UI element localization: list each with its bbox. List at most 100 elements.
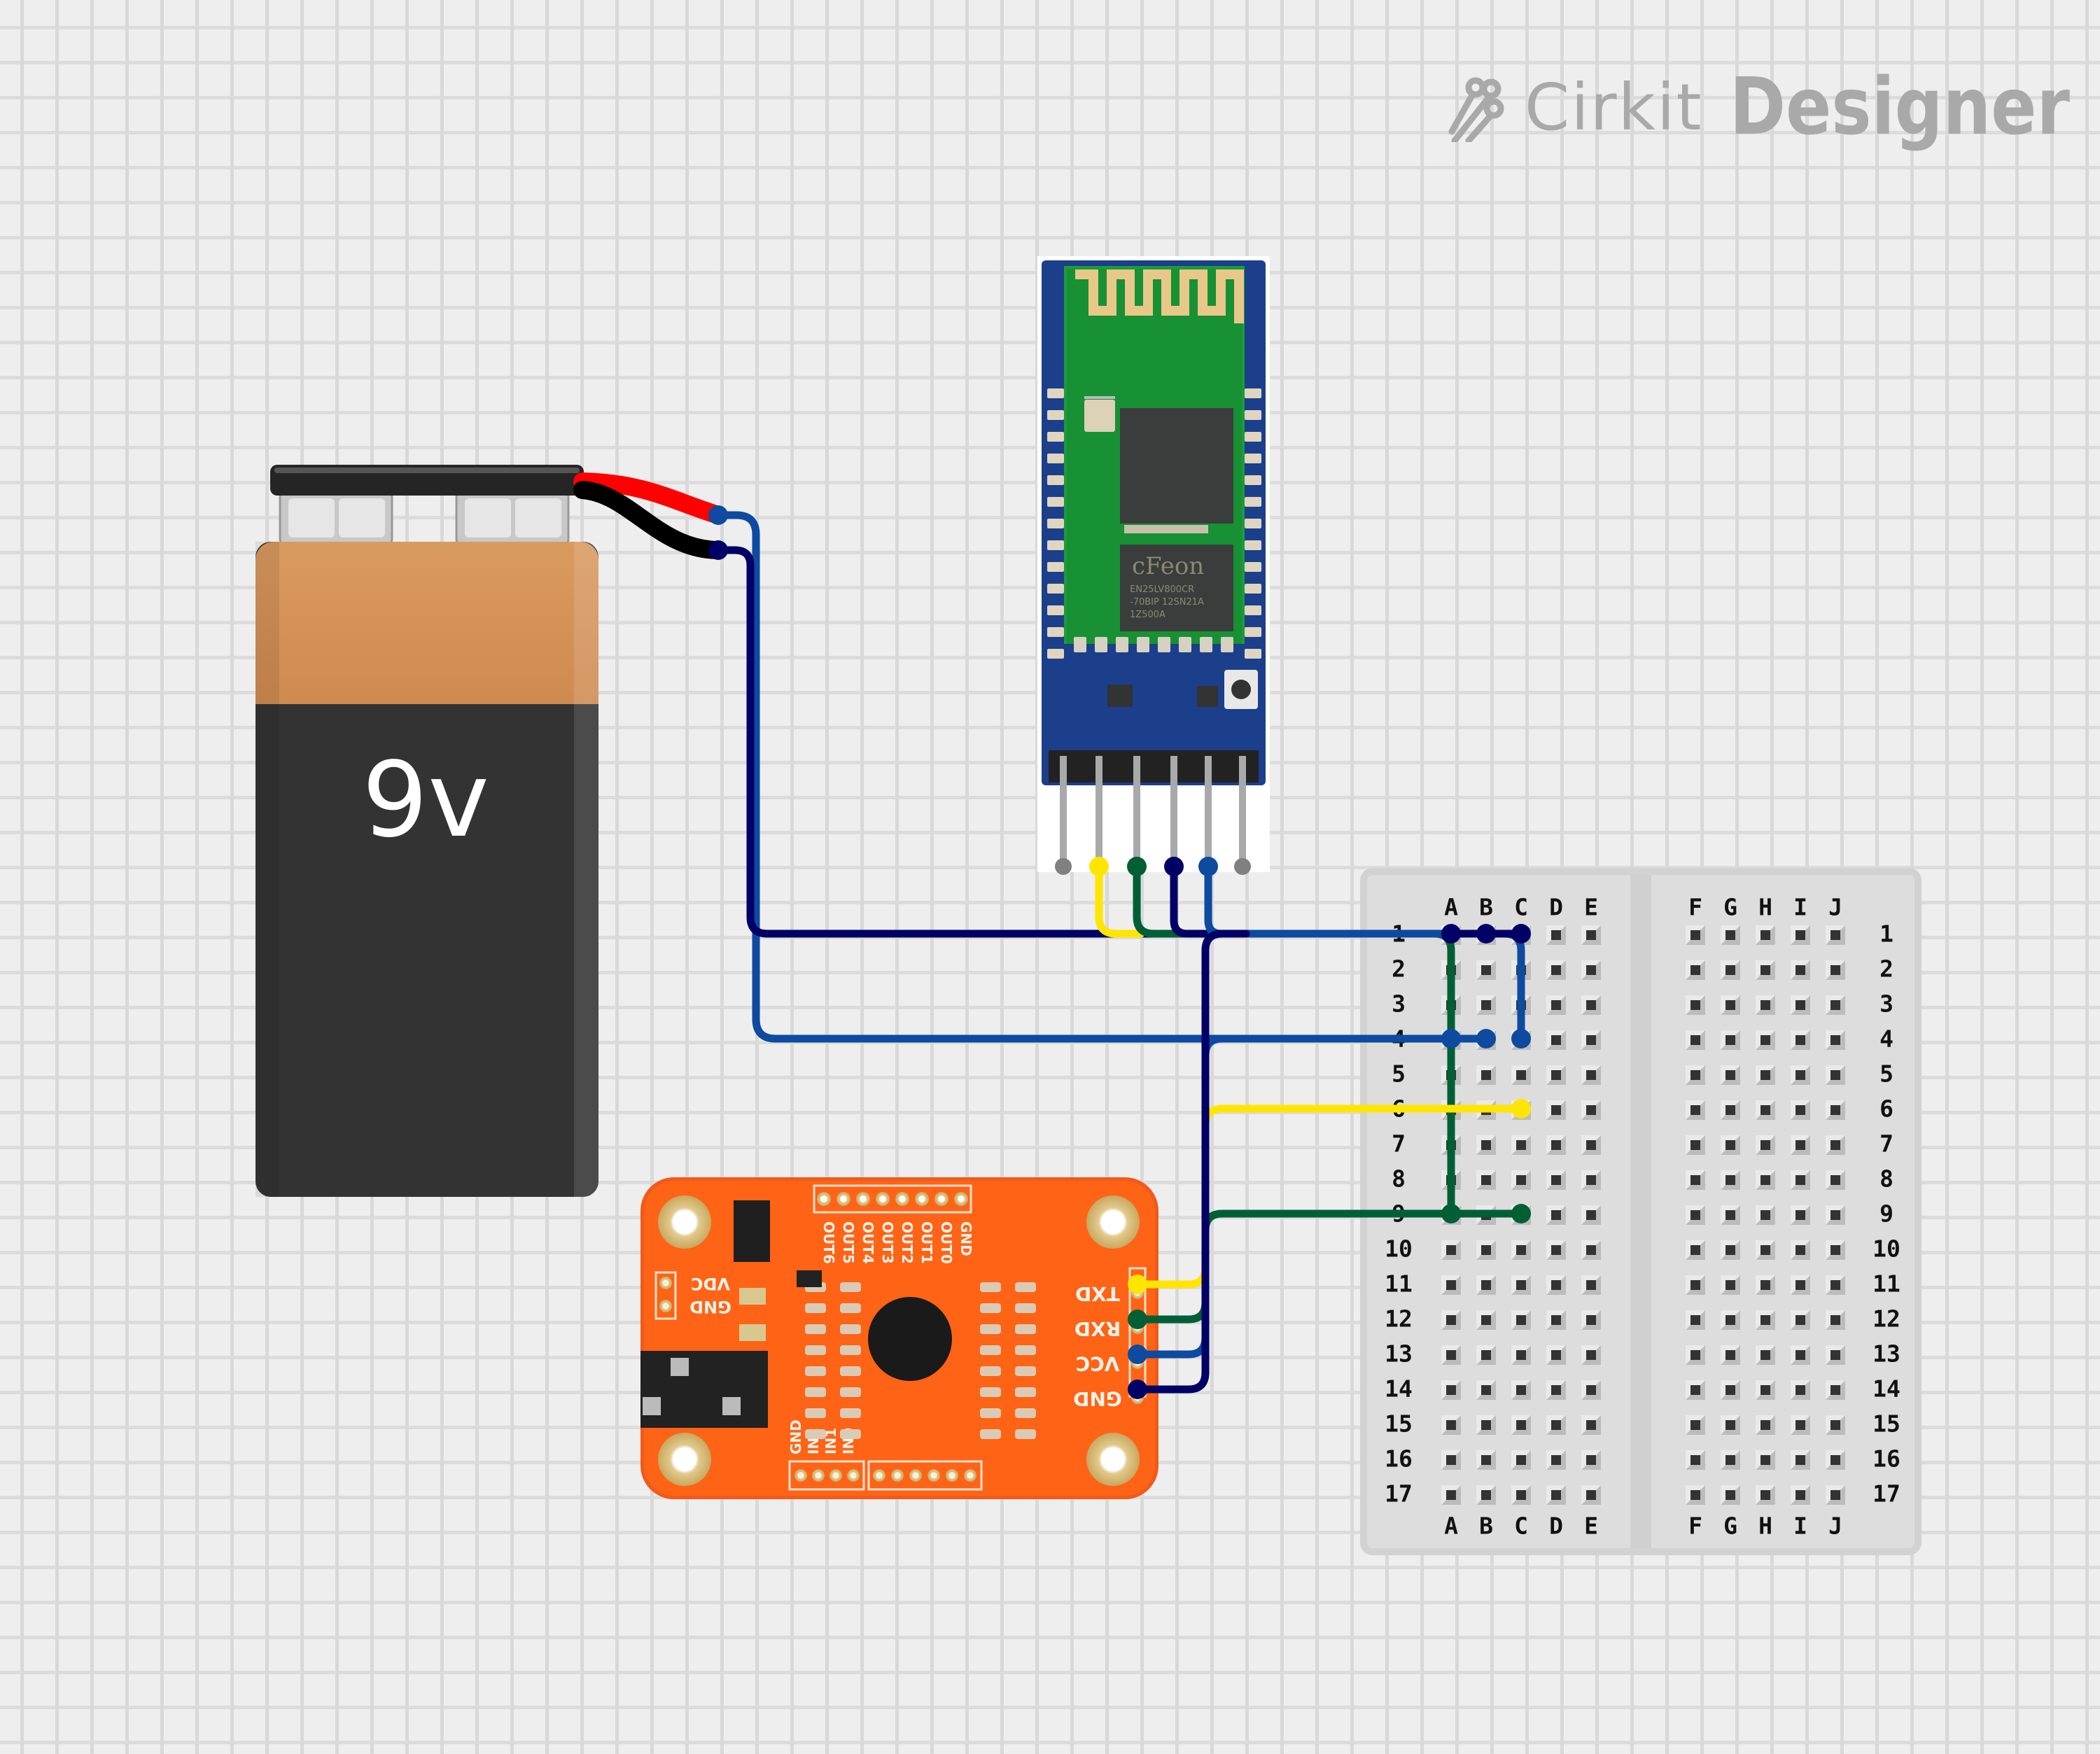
breadboard-hole-j7[interactable]: [1826, 1135, 1845, 1155]
breadboard-hole-f9[interactable]: [1686, 1205, 1705, 1225]
breadboard-hole-e9[interactable]: [1581, 1205, 1601, 1225]
breadboard-hole-f12[interactable]: [1686, 1310, 1705, 1330]
breadboard-hole-c14[interactable]: [1511, 1380, 1531, 1400]
breadboard-hole-b3[interactable]: [1476, 995, 1496, 1015]
breadboard-hole-g15[interactable]: [1721, 1415, 1740, 1435]
breadboard-hole-h5[interactable]: [1756, 1065, 1775, 1085]
breadboard-hole-c13[interactable]: [1511, 1345, 1531, 1365]
breadboard-hole-f11[interactable]: [1686, 1275, 1705, 1295]
breadboard-hole-e8[interactable]: [1581, 1170, 1601, 1190]
breadboard-hole-d8[interactable]: [1546, 1170, 1566, 1190]
breadboard-hole-h3[interactable]: [1756, 995, 1775, 1015]
breadboard-hole-d4[interactable]: [1546, 1030, 1566, 1050]
breadboard-hole-f13[interactable]: [1686, 1345, 1705, 1365]
breadboard-hole-j11[interactable]: [1826, 1275, 1845, 1295]
bb-dot-c9[interactable]: [1511, 1204, 1531, 1223]
breadboard-hole-b11[interactable]: [1476, 1275, 1496, 1295]
breadboard-hole-i7[interactable]: [1791, 1135, 1810, 1155]
breadboard-hole-d13[interactable]: [1546, 1345, 1566, 1365]
breadboard-hole-e3[interactable]: [1581, 995, 1601, 1015]
breadboard-hole-g13[interactable]: [1721, 1345, 1740, 1365]
breadboard-hole-b17[interactable]: [1476, 1485, 1496, 1505]
breadboard-hole-g7[interactable]: [1721, 1135, 1740, 1155]
breadboard-hole-f15[interactable]: [1686, 1415, 1705, 1435]
breadboard-hole-c17[interactable]: [1511, 1485, 1531, 1505]
breadboard-hole-i1[interactable]: [1791, 925, 1810, 945]
hc05-pin-dot-rxd[interactable]: [1089, 857, 1109, 876]
bb-dot-c4[interactable]: [1511, 1029, 1531, 1048]
breadboard-hole-f2[interactable]: [1686, 960, 1705, 980]
breadboard-hole-d12[interactable]: [1546, 1310, 1566, 1330]
vr-dot-gnd[interactable]: [1128, 1380, 1147, 1399]
breadboard-hole-e14[interactable]: [1581, 1380, 1601, 1400]
breadboard-hole-h13[interactable]: [1756, 1345, 1775, 1365]
hc05-pin-txd[interactable]: [1133, 756, 1140, 861]
battery-neg-dot[interactable]: [708, 540, 728, 560]
breadboard-hole-b8[interactable]: [1476, 1170, 1496, 1190]
battery-9v[interactable]: 9v: [255, 465, 598, 1197]
breadboard-hole-g10[interactable]: [1721, 1240, 1740, 1260]
breadboard-hole-h16[interactable]: [1756, 1450, 1775, 1470]
bb-dot-a9[interactable]: [1441, 1204, 1461, 1223]
breadboard-hole-c16[interactable]: [1511, 1450, 1531, 1470]
breadboard-hole-j13[interactable]: [1826, 1345, 1845, 1365]
bb-dot-a1[interactable]: [1441, 924, 1461, 943]
breadboard-hole-f7[interactable]: [1686, 1135, 1705, 1155]
breadboard-hole-d5[interactable]: [1546, 1065, 1566, 1085]
breadboard-hole-i9[interactable]: [1791, 1205, 1810, 1225]
breadboard-hole-i16[interactable]: [1791, 1450, 1810, 1470]
breadboard-hole-h8[interactable]: [1756, 1170, 1775, 1190]
breadboard-hole-e7[interactable]: [1581, 1135, 1601, 1155]
breadboard-hole-i4[interactable]: [1791, 1030, 1810, 1050]
breadboard-hole-d3[interactable]: [1546, 995, 1566, 1015]
breadboard-hole-d17[interactable]: [1546, 1485, 1566, 1505]
breadboard-hole-g16[interactable]: [1721, 1450, 1740, 1470]
wire-vr-rxd-to-bb-c9[interactable]: [1133, 1209, 1525, 1324]
breadboard-hole-j4[interactable]: [1826, 1030, 1845, 1050]
breadboard-hole-d7[interactable]: [1546, 1135, 1566, 1155]
hc05-pin-state[interactable]: [1060, 756, 1067, 861]
breadboard-hole-j16[interactable]: [1826, 1450, 1845, 1470]
breadboard-hole-j12[interactable]: [1826, 1310, 1845, 1330]
breadboard-hole-f16[interactable]: [1686, 1450, 1705, 1470]
breadboard-hole-a17[interactable]: [1441, 1485, 1461, 1505]
breadboard-hole-f1[interactable]: [1686, 925, 1705, 945]
battery-pos-dot[interactable]: [708, 505, 728, 525]
breadboard-hole-j5[interactable]: [1826, 1065, 1845, 1085]
breadboard-hole-i5[interactable]: [1791, 1065, 1810, 1085]
breadboard-hole-e16[interactable]: [1581, 1450, 1601, 1470]
breadboard-hole-i15[interactable]: [1791, 1415, 1810, 1435]
breadboard-hole-h15[interactable]: [1756, 1415, 1775, 1435]
breadboard-hole-g5[interactable]: [1721, 1065, 1740, 1085]
breadboard-hole-g9[interactable]: [1721, 1205, 1740, 1225]
breadboard-hole-j10[interactable]: [1826, 1240, 1845, 1260]
breadboard-hole-h12[interactable]: [1756, 1310, 1775, 1330]
breadboard-hole-i14[interactable]: [1791, 1380, 1810, 1400]
bb-dot-c6[interactable]: [1511, 1099, 1531, 1118]
breadboard-hole-a13[interactable]: [1441, 1345, 1461, 1365]
breadboard-hole-f3[interactable]: [1686, 995, 1705, 1015]
breadboard-hole-d9[interactable]: [1546, 1205, 1566, 1225]
breadboard-hole-g14[interactable]: [1721, 1380, 1740, 1400]
breadboard-hole-i8[interactable]: [1791, 1170, 1810, 1190]
breadboard-hole-b14[interactable]: [1476, 1380, 1496, 1400]
breadboard-hole-h6[interactable]: [1756, 1100, 1775, 1120]
breadboard-hole-f4[interactable]: [1686, 1030, 1705, 1050]
breadboard-hole-j17[interactable]: [1826, 1485, 1845, 1505]
breadboard-hole-h2[interactable]: [1756, 960, 1775, 980]
breadboard-hole-a15[interactable]: [1441, 1415, 1461, 1435]
breadboard-hole-b16[interactable]: [1476, 1450, 1496, 1470]
breadboard-hole-j8[interactable]: [1826, 1170, 1845, 1190]
bb-dot-b1[interactable]: [1476, 924, 1496, 943]
breadboard-hole-h4[interactable]: [1756, 1030, 1775, 1050]
breadboard-hole-g1[interactable]: [1721, 925, 1740, 945]
wire-hc05-vcc-blue[interactable]: [1204, 862, 1525, 1043]
hc05-pin-dot-vcc[interactable]: [1198, 857, 1218, 876]
breadboard-hole-e17[interactable]: [1581, 1485, 1601, 1505]
breadboard-hole-i6[interactable]: [1791, 1100, 1810, 1120]
breadboard-hole-e10[interactable]: [1581, 1240, 1601, 1260]
breadboard-hole-d16[interactable]: [1546, 1450, 1566, 1470]
breadboard-hole-i17[interactable]: [1791, 1485, 1810, 1505]
breadboard-hole-i13[interactable]: [1791, 1345, 1810, 1365]
